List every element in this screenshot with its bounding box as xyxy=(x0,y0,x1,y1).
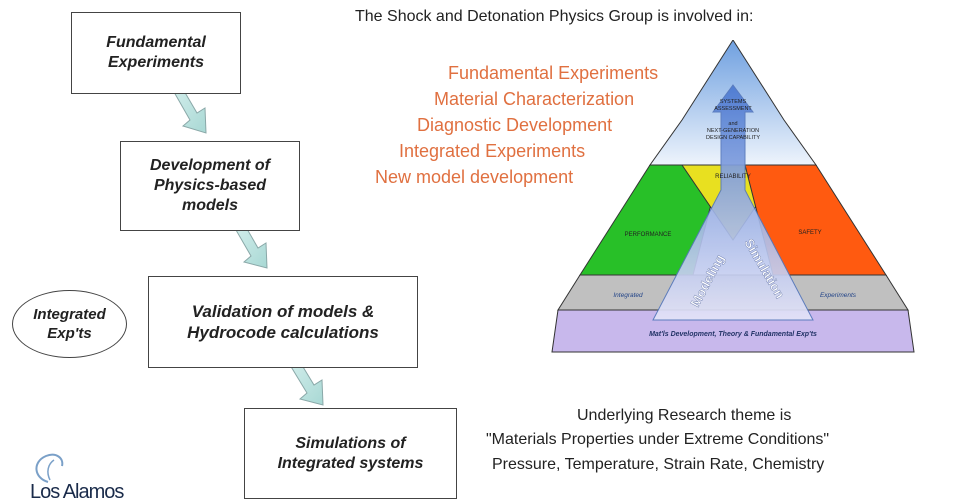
validation-label: Validation of models & Hydrocode calcula… xyxy=(187,301,379,342)
activity-item: Fundamental Experiments xyxy=(448,63,659,83)
safety-label: SAFETY xyxy=(798,230,821,236)
capability-pyramid: SYSTEMS ASSESSMENT and NEXT-GENERATION D… xyxy=(551,40,915,353)
pyramid-top-line: DESIGN CAPABILITY xyxy=(706,135,760,141)
activity-item: New model development xyxy=(375,167,574,187)
activity-item: Material Characterization xyxy=(434,89,635,109)
pyramid-top-line: NEXT-GENERATION xyxy=(707,128,759,134)
activity-item: Integrated Experiments xyxy=(399,141,586,161)
pyramid-arrow xyxy=(652,84,814,321)
validation-box: Validation of models & Hydrocode calcula… xyxy=(148,276,418,368)
fundamental-experiments-label: Fundamental Experiments xyxy=(106,34,206,71)
pyramid-top-line: ASSESSMENT xyxy=(714,106,752,112)
experiments-label: Experiments xyxy=(820,292,857,299)
base-label: Mat'ls Development, Theory & Fundamental… xyxy=(649,331,817,338)
page-heading: The Shock and Detonation Physics Group i… xyxy=(355,8,754,25)
integrated-label: Integrated xyxy=(613,292,643,299)
los-alamos-logo-icon xyxy=(35,453,64,483)
pyramid-top-line: and xyxy=(728,121,737,127)
pyramid-top-line: SYSTEMS xyxy=(720,99,747,105)
theme-line-3: Pressure, Temperature, Strain Rate, Chem… xyxy=(492,456,825,473)
los-alamos-logo: Los Alamos xyxy=(30,481,124,503)
theme-line-1: Underlying Research theme is xyxy=(577,407,792,424)
simulations-box: Simulations of Integrated systems xyxy=(244,408,457,499)
physics-models-box: Development of Physics-based models xyxy=(120,141,300,231)
fundamental-experiments-box: Fundamental Experiments xyxy=(71,12,241,94)
integrated-exps-label: Integrated Exp'ts xyxy=(33,305,106,343)
reliability-label: RELIABILITY xyxy=(715,174,751,180)
integrated-exps-oval: Integrated Exp'ts xyxy=(12,290,127,358)
physics-models-label: Development of Physics-based models xyxy=(149,157,270,214)
activity-item: Diagnostic Development xyxy=(417,115,613,135)
performance-label: PERFORMANCE xyxy=(625,232,672,238)
theme-line-2: "Materials Properties under Extreme Cond… xyxy=(486,431,830,448)
simulations-label: Simulations of Integrated systems xyxy=(277,434,424,472)
